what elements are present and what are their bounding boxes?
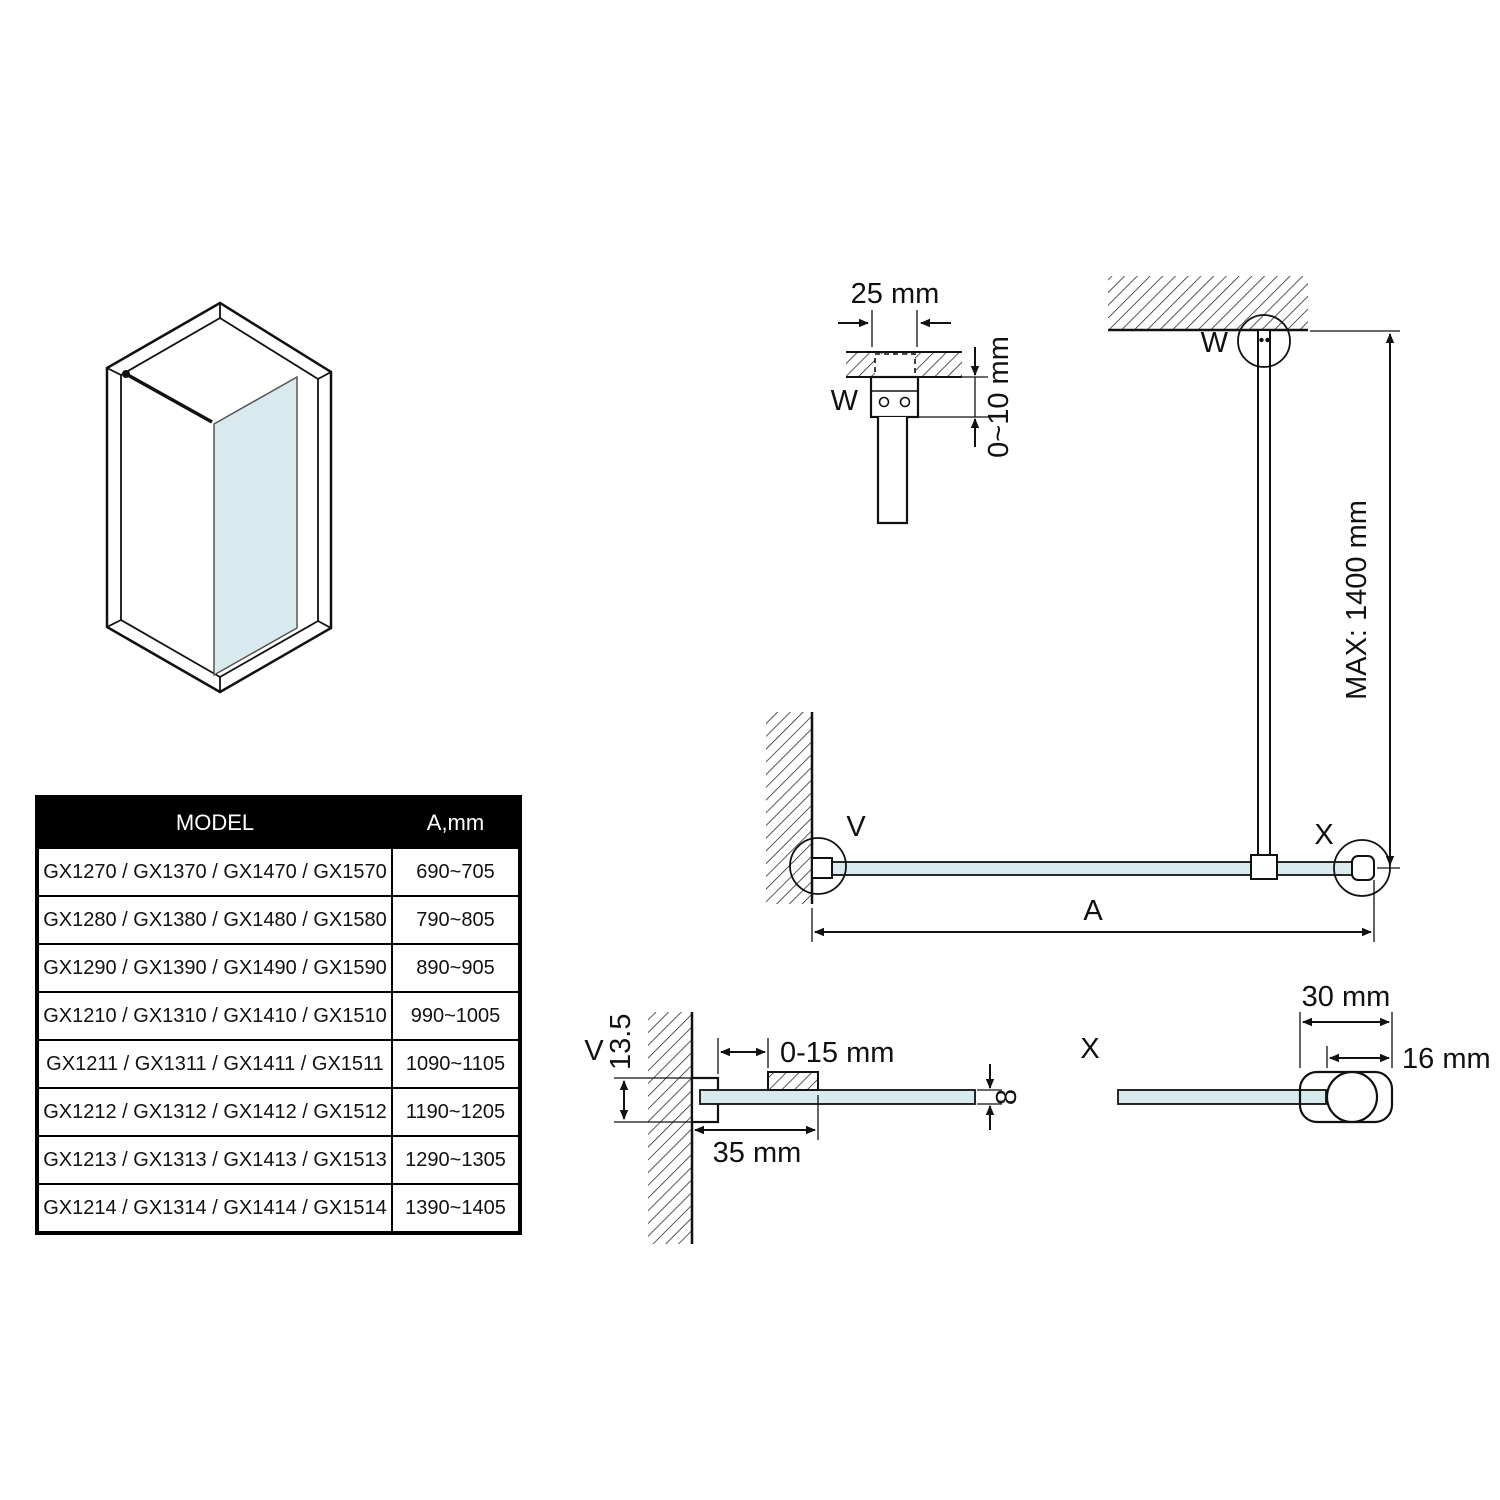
dim-0-15-label: 0-15 mm: [780, 1037, 894, 1069]
dim-8-label: 8: [991, 1089, 1023, 1105]
model-cell: GX1290 / GX1390 / GX1490 / GX1590: [36, 943, 393, 993]
model-cell: GX1270 / GX1370 / GX1470 / GX1570: [36, 847, 393, 897]
ceiling-bracket: [869, 375, 920, 419]
end-cap-small: [1351, 855, 1375, 881]
clamp-block: [767, 1071, 819, 1091]
bar-glass-clamp: [1250, 854, 1278, 880]
elevation-view: W V X A MAX: 1400 mm: [766, 276, 1400, 942]
glass-panel-iso: [213, 375, 298, 677]
bracket-hidden-part: [874, 353, 916, 378]
support-bar-iso: [125, 372, 213, 424]
detail-w: 25 mm W 0~10 mm: [831, 278, 1015, 525]
elevation-w-label: W: [1201, 327, 1229, 359]
wall-hatch: [766, 712, 812, 904]
detail-circle-w: [1237, 314, 1291, 368]
table-row: GX1290 / GX1390 / GX1490 / GX1590 890~90…: [36, 943, 521, 993]
support-bar-elevation: [1257, 329, 1271, 863]
glass-v: [699, 1089, 976, 1105]
table-row: GX1212 / GX1312 / GX1412 / GX1512 1190~1…: [36, 1087, 521, 1137]
table-row: GX1211 / GX1311 / GX1411 / GX1511 1090~1…: [36, 1039, 521, 1089]
ceiling-hatch: [1108, 276, 1308, 330]
wall-profile-small: [811, 857, 833, 879]
dim-13-5-label: 13.5: [605, 1014, 637, 1070]
col-header-model: MODEL: [36, 796, 393, 849]
detail-v: V 13.5 0-15 mm 35 mm 8: [584, 1012, 1023, 1244]
detail-w-label: W: [831, 385, 859, 417]
table-row: GX1210 / GX1310 / GX1410 / GX1510 990~10…: [36, 991, 521, 1041]
elevation-x-label: X: [1314, 819, 1333, 851]
support-bar-section: [876, 417, 909, 525]
model-cell: GX1210 / GX1310 / GX1410 / GX1510: [36, 991, 393, 1041]
frame-corner-lines: [106, 303, 332, 692]
a-cell: 990~1005: [391, 991, 521, 1041]
a-cell: 890~905: [391, 943, 521, 993]
dim-0-10mm-label: 0~10 mm: [983, 336, 1015, 458]
dim-a-lines: [811, 880, 1375, 942]
a-cell: 1190~1205: [391, 1087, 521, 1137]
dim-35-lines: [694, 1095, 819, 1140]
col-header-a: A,mm: [391, 796, 521, 849]
a-cell: 1290~1305: [391, 1135, 521, 1185]
model-table: MODEL A,mm GX1270 / GX1370 / GX1470 / GX…: [35, 795, 522, 1235]
dim-a-label: A: [1083, 895, 1103, 927]
a-cell: 790~805: [391, 895, 521, 945]
dim-8-lines: [977, 1064, 1002, 1130]
detail-circle-v: [789, 837, 847, 895]
dim-35-label: 35 mm: [713, 1137, 802, 1169]
dim-30-label: 30 mm: [1302, 981, 1391, 1013]
table-row: GX1214 / GX1314 / GX1414 / GX1514 1390~1…: [36, 1183, 521, 1234]
screw-icon: [899, 396, 911, 408]
dim-max-lines: [1310, 330, 1400, 869]
dim-max-label: MAX: 1400 mm: [1341, 500, 1373, 700]
isometric-view: [105, 301, 333, 694]
screw-icon: [878, 396, 890, 408]
model-cell: GX1280 / GX1380 / GX1480 / GX1580: [36, 895, 393, 945]
table-row: GX1280 / GX1380 / GX1480 / GX1580 790~80…: [36, 895, 521, 945]
glass-panel-plan: [811, 861, 1375, 876]
elevation-v-label: V: [846, 811, 866, 843]
model-cell: GX1212 / GX1312 / GX1412 / GX1512: [36, 1087, 393, 1137]
dim-16-lines: [1326, 1046, 1390, 1068]
detail-x: X 30 mm 16 mm: [1080, 981, 1491, 1124]
a-cell: 1390~1405: [391, 1183, 521, 1234]
a-cell: 690~705: [391, 847, 521, 897]
table-row: GX1213 / GX1313 / GX1413 / GX1513 1290~1…: [36, 1135, 521, 1185]
screw-dot: [1259, 337, 1264, 343]
glass-x: [1117, 1089, 1327, 1105]
table-row: GX1270 / GX1370 / GX1470 / GX1570 690~70…: [36, 847, 521, 897]
wall-hatch-v: [648, 1012, 692, 1244]
dim-16-label: 16 mm: [1402, 1043, 1491, 1075]
dim-13-5-lines: [614, 1077, 692, 1123]
a-cell: 1090~1105: [391, 1039, 521, 1089]
table-header-row: MODEL A,mm: [36, 796, 521, 849]
dim-25mm-label: 25 mm: [851, 278, 940, 310]
model-cell: GX1214 / GX1314 / GX1414 / GX1514: [36, 1183, 393, 1234]
detail-x-label: X: [1080, 1033, 1099, 1065]
dim-25mm-lines: [838, 310, 951, 347]
support-bar-wall-mount: [122, 370, 130, 378]
end-cap-round-bar: [1325, 1070, 1379, 1124]
model-cell: GX1211 / GX1311 / GX1411 / GX1511: [36, 1039, 393, 1089]
dim-0-15-lines: [717, 1038, 769, 1074]
dim-30-lines: [1299, 1012, 1393, 1068]
dim-0-10mm-lines: [918, 347, 988, 447]
detail-v-label: V: [584, 1035, 604, 1067]
model-cell: GX1213 / GX1313 / GX1413 / GX1513: [36, 1135, 393, 1185]
screw-dot: [1265, 337, 1270, 343]
